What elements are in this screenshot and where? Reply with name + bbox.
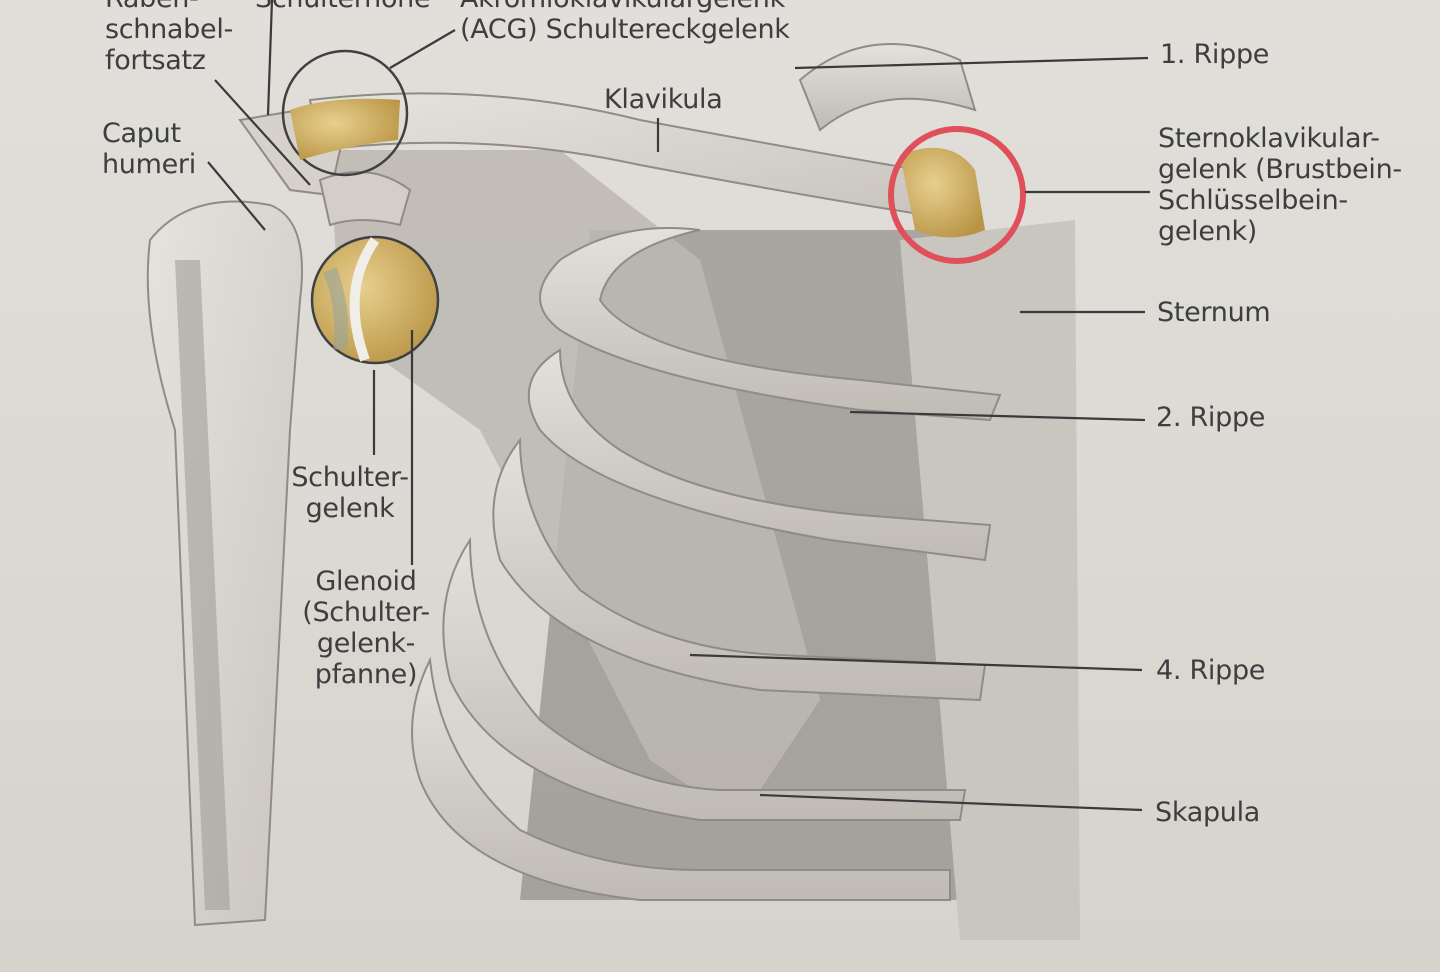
label-glenoid: Glenoid (Schulter- gelenk- pfanne) bbox=[302, 566, 430, 690]
rib-4 bbox=[492, 437, 987, 702]
label-klavikula: Klavikula bbox=[604, 84, 723, 115]
glenoid-surface bbox=[349, 237, 380, 362]
label-rippe-2: 2. Rippe bbox=[1156, 402, 1266, 433]
label-rabenschnabelfortsatz: Raben- schnabel- fortsatz bbox=[105, 0, 233, 76]
rib-2 bbox=[539, 227, 1002, 422]
acg-joint-circle bbox=[281, 49, 409, 177]
label-sternum: Sternum bbox=[1157, 297, 1271, 328]
humeral-head-edge bbox=[323, 267, 349, 351]
glenoid-joint-circle bbox=[310, 235, 440, 365]
label-schulterhoehe: Schulterhöhe bbox=[255, 0, 431, 14]
label-skapula: Skapula bbox=[1155, 797, 1261, 828]
label-caput-humeri: Caput humeri bbox=[102, 118, 196, 180]
rib-6 bbox=[411, 656, 951, 901]
coracoid-bone bbox=[318, 171, 412, 227]
rib-1 bbox=[798, 43, 977, 132]
label-rippe-1: 1. Rippe bbox=[1160, 39, 1270, 70]
sternoclavicular-cartilage bbox=[900, 147, 985, 238]
label-schultergelenk: Schulter- gelenk bbox=[291, 462, 409, 524]
rib-5 bbox=[442, 536, 967, 821]
label-rippe-4: 4. Rippe bbox=[1156, 655, 1266, 686]
rib-3 bbox=[527, 348, 992, 562]
sternoclavicular-highlight bbox=[888, 126, 1026, 264]
label-acg: Akromioklavikulargelenk (ACG) Schulterec… bbox=[460, 0, 790, 45]
label-sternoklavikulargelenk: Sternoklavikular- gelenk (Brustbein- Sch… bbox=[1158, 123, 1402, 247]
acg-cartilage bbox=[290, 98, 400, 160]
leader-lines bbox=[207, 0, 1150, 812]
humerus-shade bbox=[175, 260, 230, 910]
